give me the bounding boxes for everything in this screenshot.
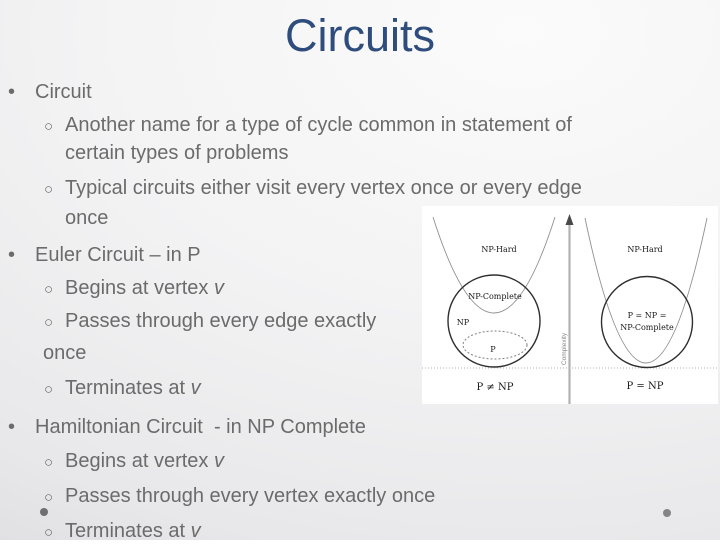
bullet-line: • Euler Circuit – in P: [0, 242, 720, 268]
bullet-text: Passes through every edge exactly: [65, 310, 377, 332]
bullet-text-italic: v: [213, 277, 224, 299]
p-eq-np-center-line2: NP-Complete: [620, 323, 674, 332]
bullet-text: certain types of problems: [65, 142, 289, 164]
bullet-line: ○ Terminates at v: [0, 518, 720, 544]
bullet-line: ○ Begins at vertex v: [0, 448, 720, 474]
bullet-line: ○ Another name for a type of cycle common…: [0, 112, 720, 138]
stray-bullet-dot: [40, 508, 48, 516]
bullet-text: Begins at vertex: [65, 277, 214, 299]
p-eq-np-center-line1: P = NP =: [628, 311, 667, 320]
bullet-text-italic: v: [213, 450, 224, 472]
np-label: NP: [457, 318, 470, 327]
bullet-text: Passes through every vertex exactly once: [65, 485, 436, 507]
bullet-text: once: [65, 207, 109, 229]
slide-title: Circuits: [284, 10, 435, 61]
bullet-line: ○ Terminates at v: [0, 375, 720, 401]
circle-bullet-icon: ○: [44, 181, 54, 198]
bullet-text: Circuit: [35, 81, 92, 103]
bullet-line: • Circuit: [0, 79, 720, 105]
p-eq-np-caption: P = NP: [627, 381, 664, 392]
p-eq-np-circle: [600, 275, 694, 369]
bullet-text: Another name for a type of cycle common …: [65, 114, 572, 136]
circle-bullet-icon: ○: [44, 524, 54, 541]
complexity-diagram: NP-Hard NP-Complete NP P P ≠ NP Complexi…: [422, 206, 718, 404]
p-set-ellipse: [462, 330, 528, 360]
circle-bullet-icon: ○: [44, 118, 54, 135]
circle-bullet-icon: ○: [44, 281, 54, 298]
bullet-line: • Hamiltonian Circuit - in NP Complete: [0, 414, 720, 440]
bullet-text: Typical circuits either visit every vert…: [65, 177, 582, 199]
bullet-line: ○ Passes through every edge exactly: [0, 308, 720, 334]
np-hard-label-right: NP-Hard: [627, 245, 662, 254]
np-complete-label-left: NP-Complete: [468, 292, 522, 301]
bullet-text: Terminates at: [65, 520, 191, 542]
bullet-line: ○ Passes through every vertex exactly onc…: [0, 483, 720, 509]
circle-bullet-icon: ○: [44, 314, 54, 331]
p-label: P: [490, 345, 496, 354]
disc-bullet-icon: •: [8, 81, 16, 103]
slide-footer-dot: [663, 509, 671, 517]
bullet-text: Hamiltonian Circuit - in NP Complete: [35, 416, 366, 438]
np-set-circle: [447, 274, 541, 368]
circle-bullet-icon: ○: [44, 489, 54, 506]
bullet-line: ○ Begins at vertex v: [0, 275, 720, 301]
circle-bullet-icon: ○: [44, 381, 54, 398]
bullet-text: Terminates at: [65, 377, 191, 399]
bullet-line-continuation: certain types of problems: [0, 140, 720, 166]
bullet-line-continuation: once: [0, 205, 720, 231]
bullet-line: ○ Typical circuits either visit every ver…: [0, 175, 720, 201]
bullet-text-italic: v: [190, 520, 201, 542]
np-hard-label-left: NP-Hard: [481, 245, 516, 254]
disc-bullet-icon: •: [8, 244, 16, 266]
np-hard-curve-right: [584, 217, 708, 364]
np-hard-curve-left: [432, 216, 556, 314]
complexity-axis-label: Complexity: [561, 332, 568, 365]
axis-arrow-icon: [565, 214, 574, 225]
bullet-text: Euler Circuit – in P: [35, 244, 201, 266]
bullet-text-italic: v: [190, 377, 201, 399]
bullet-line-continuation: once: [0, 340, 720, 366]
p-neq-np-caption: P ≠ NP: [477, 382, 514, 393]
disc-bullet-icon: •: [8, 416, 16, 438]
bullet-text: once: [43, 342, 87, 364]
circle-bullet-icon: ○: [44, 454, 54, 471]
bullet-text: Begins at vertex: [65, 450, 214, 472]
